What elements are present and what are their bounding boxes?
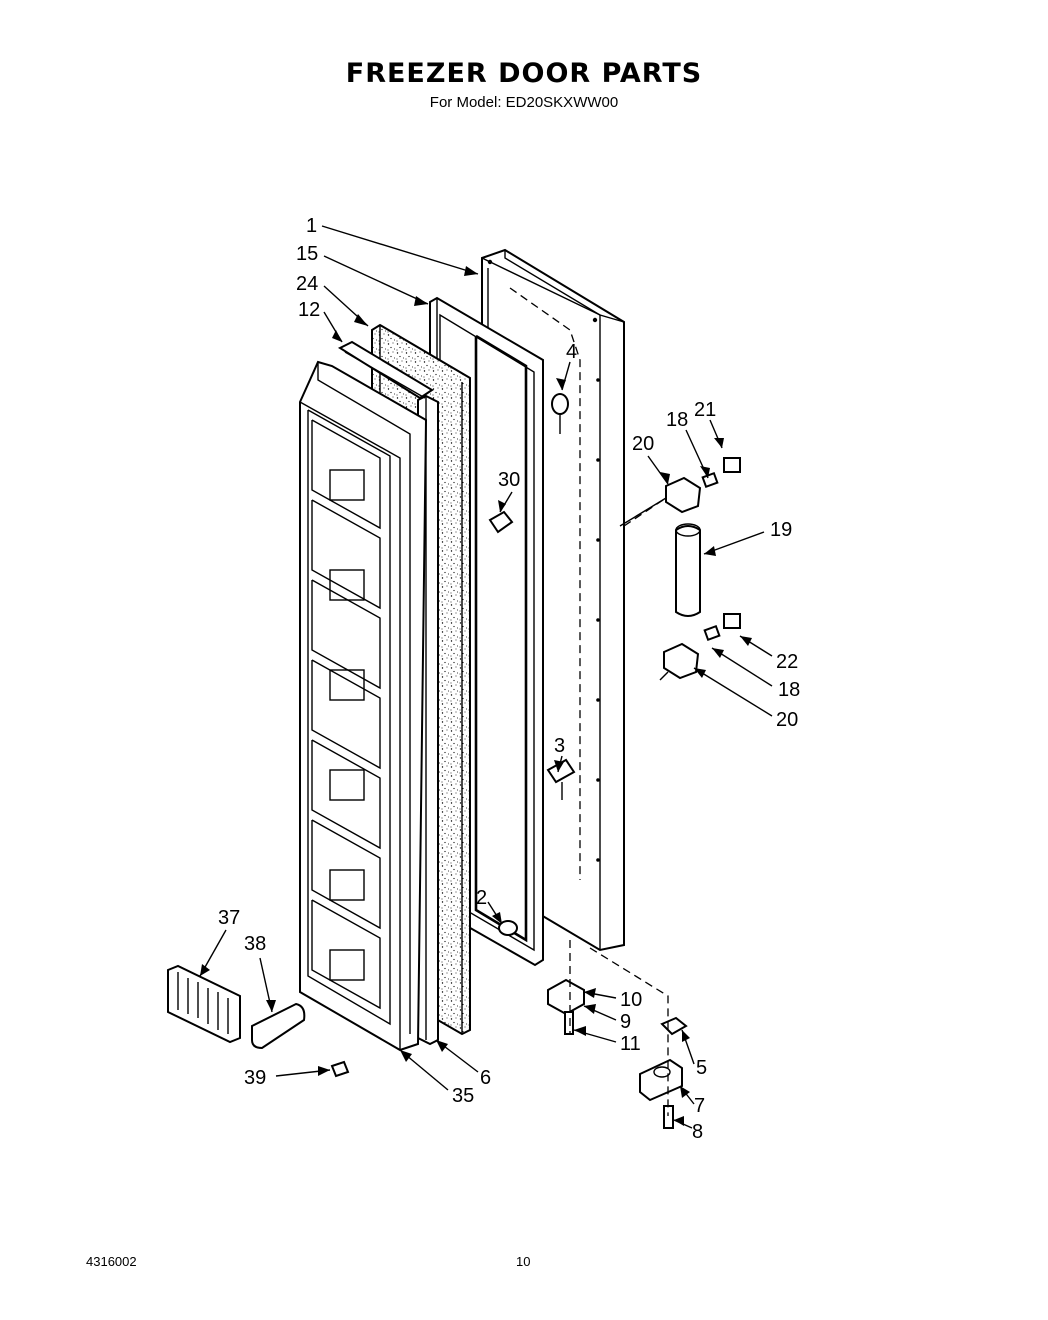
- callout-6: 6: [480, 1067, 491, 1089]
- hinge-pin: [675, 523, 701, 617]
- upper-hinge-assembly: [665, 457, 741, 514]
- callout-7: 7: [694, 1095, 705, 1117]
- screw-39: [330, 1060, 350, 1078]
- callout-15: 15: [296, 243, 318, 265]
- bottom-grille: [167, 964, 241, 1044]
- callout-30: 30: [498, 469, 520, 491]
- callout-11: 11: [620, 1033, 641, 1055]
- page-title: FREEZER DOOR PARTS: [345, 58, 703, 89]
- callout-21: 21: [694, 399, 716, 421]
- callout-3: 3: [554, 735, 565, 757]
- liner-top-cap: [337, 340, 434, 400]
- callout-4: 4: [566, 341, 577, 363]
- screw-8: [663, 1105, 674, 1129]
- handle-cap: [251, 1002, 306, 1050]
- model-subtitle: For Model: ED20SKXWW00: [429, 94, 619, 111]
- callout-12: 12: [298, 299, 320, 321]
- screw-11: [564, 1011, 574, 1035]
- callout-19: 19: [770, 519, 792, 541]
- callout-18-upper: 18: [666, 409, 688, 431]
- callout-18-lower: 18: [778, 679, 800, 701]
- page-number: 10: [516, 1254, 531, 1269]
- hinge-7: [639, 1058, 683, 1102]
- callout-38: 38: [244, 933, 266, 955]
- callout-22: 22: [776, 651, 798, 673]
- callout-10: 10: [620, 989, 642, 1011]
- bracket-30: [488, 510, 514, 534]
- document-number: 4316002: [86, 1254, 137, 1269]
- callout-5: 5: [696, 1057, 707, 1079]
- stop-2: [498, 920, 518, 936]
- plug-button-4: [551, 393, 569, 434]
- assembly-lines: [569, 497, 669, 1116]
- arrow-heads: [200, 266, 752, 1126]
- callout-20-lower: 20: [776, 709, 798, 731]
- callout-39: 39: [244, 1067, 266, 1089]
- callout-8: 8: [692, 1121, 703, 1143]
- hinge-plate-10: [547, 978, 585, 1016]
- callout-labels: 1 15 24 12 4 18 21 20 30 19 22 18 20 3 2…: [218, 215, 800, 1143]
- lower-hinge-assembly: [663, 613, 741, 680]
- callout-9: 9: [620, 1011, 631, 1033]
- callout-20-upper: 20: [632, 433, 654, 455]
- callout-24: 24: [296, 273, 318, 295]
- callout-37: 37: [218, 907, 240, 929]
- door-liner: [299, 360, 428, 1052]
- callout-1: 1: [306, 215, 317, 237]
- callout-2: 2: [476, 887, 487, 909]
- callout-35: 35: [452, 1085, 474, 1107]
